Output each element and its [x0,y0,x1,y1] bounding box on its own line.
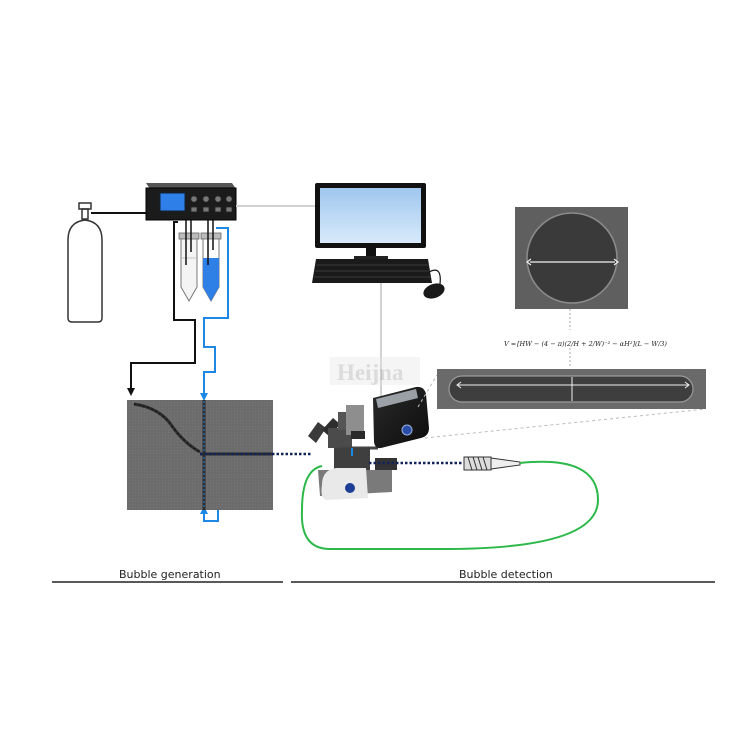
elongated-bubble-image [437,369,706,409]
keyboard-icon [312,259,432,283]
gas-line [127,221,196,396]
bubble-detection-label: Bubble detection [459,568,553,581]
bubble-generation-label: Bubble generation [119,568,221,581]
watermark-text: Heijna [337,360,404,385]
liquid-line [200,227,229,401]
gas-cylinder-icon [67,202,150,323]
microscope-icon [308,405,397,500]
mouse-icon [423,283,445,299]
computer-monitor-icon [315,183,426,260]
reservoir-tube-icon [178,220,222,303]
recirculation-line [300,460,600,550]
watermark: Heijna [330,357,420,385]
camera-icon [373,386,429,449]
pressure-controller-icon [145,183,237,221]
bubble-cross-section-image [515,207,628,309]
volume-formula: [HW − (4 − π)(2/H + 2/W)⁻² − αH²](L − W/… [517,340,667,348]
controller-display [159,192,186,212]
liquid-return-line [203,508,219,522]
volume-formula-lead: V = [504,340,516,348]
needle-nozzle-icon [463,456,521,471]
